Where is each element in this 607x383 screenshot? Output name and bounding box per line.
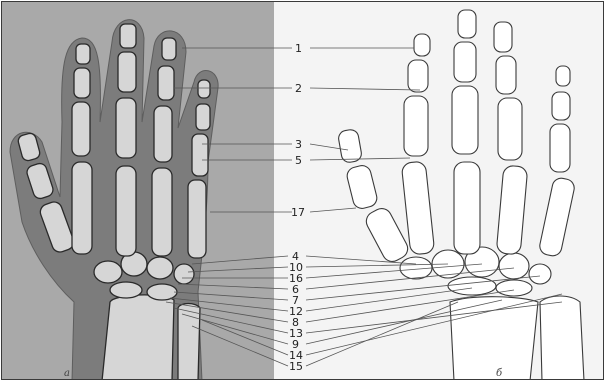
label-5: 5 [295, 154, 302, 167]
xray-radius [102, 295, 174, 380]
drawing-carpal-5 [529, 264, 551, 284]
label-1: 1 [295, 42, 302, 55]
xray-middle-finger [116, 24, 136, 256]
drawing-corner-label: б [496, 368, 503, 379]
xray-corner-label: a [64, 368, 70, 379]
label-15: 15 [289, 360, 303, 373]
label-17: 17 [291, 206, 305, 219]
label-3: 3 [295, 138, 302, 151]
xray-carpal-6 [147, 284, 177, 300]
label-2: 2 [295, 82, 302, 95]
drawing-ulna [540, 296, 584, 380]
xray-ulna [178, 304, 200, 381]
xray-carpal-4 [174, 264, 194, 284]
hand-figure-svg: a [2, 2, 604, 380]
drawing-carpal-6 [448, 277, 496, 295]
xray-index-finger [72, 44, 92, 254]
xray-carpal-5 [110, 282, 142, 298]
drawing-middle-finger [452, 10, 480, 254]
drawing-carpal-7 [496, 280, 532, 296]
drawing-radius [450, 297, 538, 380]
xray-carpal-3 [147, 257, 173, 279]
xray-carpal-1 [94, 261, 122, 283]
xray-panel: a [2, 2, 274, 380]
drawing-carpal-4 [499, 253, 529, 279]
